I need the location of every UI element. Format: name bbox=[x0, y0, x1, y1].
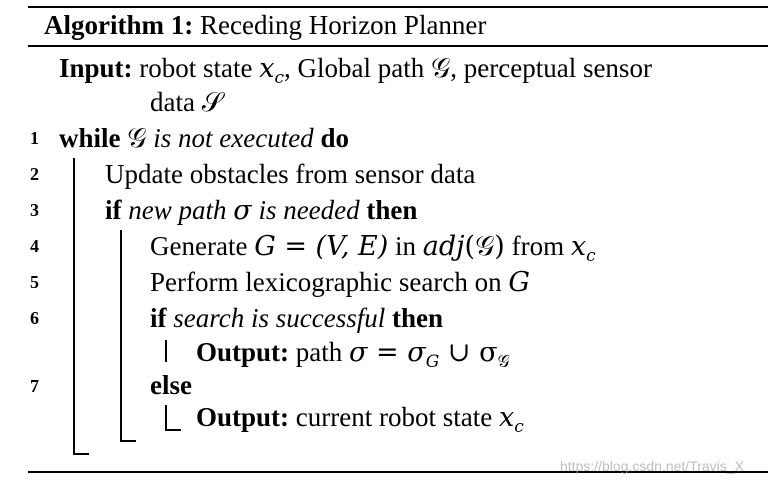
while-condition: is not executed bbox=[146, 123, 314, 153]
update-obstacles-line: Update obstacles from sensor data bbox=[105, 159, 476, 189]
line-number-1: 1 bbox=[30, 128, 39, 148]
output-label: Output: bbox=[196, 337, 290, 367]
xc-variable: x bbox=[498, 402, 515, 433]
xc-subscript: c bbox=[274, 68, 285, 88]
if-keyword: if bbox=[105, 195, 122, 225]
algorithm-label: Algorithm 1: bbox=[44, 10, 194, 40]
graph-expression: G = (V, E) bbox=[254, 231, 389, 262]
then-scope-line bbox=[165, 340, 167, 362]
if-keyword: if bbox=[150, 303, 167, 333]
global-path-symbol: 𝒢 bbox=[431, 53, 451, 84]
input-text-b: , Global path bbox=[284, 53, 432, 83]
then-keyword: then bbox=[366, 195, 418, 225]
line-number-4: 4 bbox=[30, 236, 39, 256]
if-condition-b: is needed bbox=[251, 195, 360, 225]
sensor-data-symbol: 𝒮 bbox=[201, 87, 223, 118]
bottom-rule bbox=[28, 471, 768, 473]
line-number-5: 5 bbox=[30, 272, 39, 292]
lexicographic-search-line: Perform lexicographic search on G bbox=[150, 266, 530, 299]
input-text-d: data bbox=[150, 87, 202, 117]
graph-symbol: G bbox=[508, 267, 530, 298]
algorithm-title: Receding Horizon Planner bbox=[199, 10, 487, 40]
search-text: Perform lexicographic search on bbox=[150, 267, 509, 297]
watermark-text: https://blog.csdn.net/Travis_X bbox=[560, 458, 744, 474]
top-rule bbox=[28, 6, 768, 8]
output-path-text: path bbox=[295, 337, 350, 367]
global-path-symbol: 𝒢 bbox=[127, 123, 147, 154]
output-path-line: Output: path σ = σG ∪ σ𝒢 bbox=[196, 336, 510, 378]
input-text-c: , perceptual sensor bbox=[450, 53, 652, 83]
xc-variable: x bbox=[259, 53, 275, 84]
while-keyword: while bbox=[59, 123, 121, 153]
generate-text: Generate bbox=[150, 231, 255, 261]
line-number-6: 6 bbox=[30, 308, 39, 328]
sigma-symbol: σ bbox=[233, 195, 252, 226]
adj-function: adj bbox=[422, 231, 465, 262]
header-rule bbox=[28, 45, 768, 47]
if-condition-a: new path bbox=[128, 195, 234, 225]
xc-variable: x bbox=[570, 231, 587, 262]
while-scope-line bbox=[73, 158, 75, 454]
sigma-subscript-global: 𝒢 bbox=[497, 352, 510, 372]
input-text-a: robot state bbox=[139, 53, 260, 83]
xc-subscript: c bbox=[586, 246, 596, 266]
union-expression: ∪ σ bbox=[439, 337, 498, 368]
input-line-1: Input: robot state xc, Global path 𝒢, pe… bbox=[59, 52, 652, 94]
output-label: Output: bbox=[196, 402, 290, 432]
output-state-line: Output: current robot state xc bbox=[196, 401, 524, 443]
adj-argument: (𝒢) bbox=[464, 231, 505, 262]
line-number-7: 7 bbox=[30, 376, 39, 396]
else-scope-line bbox=[165, 405, 167, 430]
line-number-3: 3 bbox=[30, 200, 39, 220]
else-scope-end bbox=[165, 429, 181, 431]
if-condition: search is successful bbox=[173, 303, 386, 333]
then-keyword: then bbox=[391, 303, 443, 333]
if-scope-line bbox=[120, 230, 122, 441]
line-number-2: 2 bbox=[30, 164, 39, 184]
do-keyword: do bbox=[320, 123, 349, 153]
if-scope-end bbox=[120, 440, 136, 442]
input-label: Input: bbox=[59, 53, 133, 83]
in-text: in bbox=[388, 231, 423, 261]
sigma-subscript-g: G bbox=[425, 352, 440, 372]
else-keyword: else bbox=[150, 370, 192, 400]
generate-graph-line: Generate G = (V, E) in adj(𝒢) from xc bbox=[150, 230, 596, 272]
if-successful-line: if search is successful then bbox=[150, 302, 443, 334]
while-scope-end bbox=[73, 453, 89, 455]
from-text: from bbox=[504, 231, 571, 261]
sigma-expression: σ = σ bbox=[349, 337, 426, 368]
xc-subscript: c bbox=[514, 417, 524, 437]
while-line: while 𝒢 is not executed do bbox=[59, 122, 349, 155]
if-new-path-line: if new path σ is needed then bbox=[105, 194, 417, 227]
output-state-text: current robot state bbox=[295, 402, 499, 432]
algorithm-header: Algorithm 1: Receding Horizon Planner bbox=[44, 9, 486, 41]
input-line-2: data 𝒮 bbox=[150, 86, 223, 119]
